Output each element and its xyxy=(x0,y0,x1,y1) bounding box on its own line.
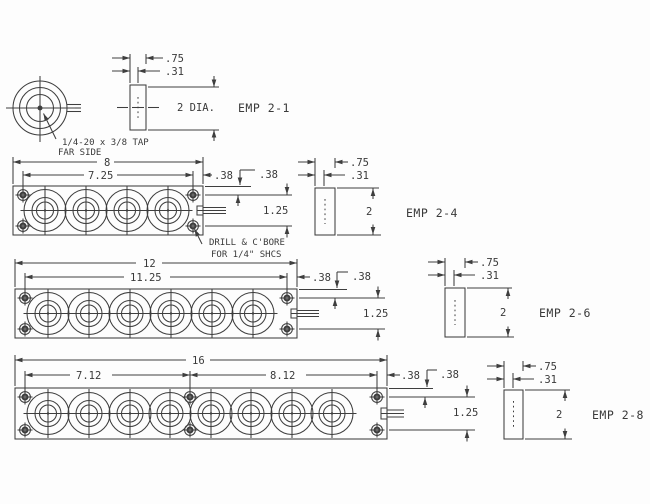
thickness-value: .75 xyxy=(538,361,557,373)
dim-diameter-emp-2-1: 2 DIA. xyxy=(148,76,219,141)
dim-thickness-emp-2-8: .75 .31 xyxy=(487,361,557,388)
emp-2-8-plate-view: 16 7.12 8.12 .38 .38 1.25 xyxy=(14,355,478,442)
dim-bolt-span-emp-2-6: 11.25 xyxy=(24,272,288,294)
dim-overall-emp-2-4: 8 xyxy=(12,157,204,184)
dim-thickness-emp-2-4: .75 .31 xyxy=(298,157,369,186)
emp-2-8-pins xyxy=(381,409,404,418)
cbore-note-line2: FOR 1/4" SHCS xyxy=(211,250,281,260)
overall-value: 16 xyxy=(192,355,205,367)
edge-offset-h-value: .38 xyxy=(214,170,233,182)
tap-note-line2: FAR SIDE xyxy=(58,148,101,158)
tap-note-line1: 1/4-20 x 3/8 TAP xyxy=(62,138,149,148)
edge-offset-v-value: .38 xyxy=(440,369,459,381)
emp-2-4-plate-view: 8 7.25 .38 .38 1.25 DRILL & C'BORE F xyxy=(12,157,292,260)
height-value: 2 xyxy=(500,307,506,319)
emp-2-6-pins xyxy=(291,309,319,318)
dim-overall-emp-2-8: 16 xyxy=(14,355,388,386)
part-label-emp-2-4: EMP 2-4 xyxy=(406,206,458,220)
thickness-value: .75 xyxy=(350,157,369,169)
dim-edge-offsets-emp-2-4: .38 .38 1.25 xyxy=(203,169,292,238)
bolt-span-value: 11.25 xyxy=(130,272,162,284)
bolt-spacing-v-value: 1.25 xyxy=(453,407,478,419)
height-value: 2 xyxy=(556,409,562,421)
emp-2-4-pins xyxy=(197,206,226,215)
tap-depth-value: .31 xyxy=(350,170,369,182)
emp-2-1-pins xyxy=(67,103,81,113)
emp-2-1-side-view: .75 .31 2 DIA. EMP 2-1 xyxy=(112,53,290,141)
bolt-span-left-value: 7.12 xyxy=(76,370,101,382)
dim-bolt-spans-emp-2-8: 7.12 8.12 xyxy=(24,370,378,393)
bolt-spacing-v-value: 1.25 xyxy=(263,205,288,217)
overall-value: 8 xyxy=(104,157,110,169)
thickness-value: .75 xyxy=(165,53,184,65)
overall-value: 12 xyxy=(143,258,156,270)
thickness-value: .75 xyxy=(480,257,499,269)
cbore-note: DRILL & C'BORE FOR 1/4" SHCS xyxy=(194,228,285,260)
dim-height-emp-2-6: 2 xyxy=(467,287,514,338)
edge-offset-h-value: .38 xyxy=(401,370,420,382)
dim-edge-offsets-emp-2-8: .38 .38 1.25 xyxy=(387,369,478,442)
part-label-emp-2-6: EMP 2-6 xyxy=(539,306,591,320)
part-label-emp-2-8: EMP 2-8 xyxy=(592,408,644,422)
dim-edge-offsets-emp-2-6: .38 .38 1.25 xyxy=(297,271,388,341)
bolt-span-value: 7.25 xyxy=(88,170,113,182)
dim-thickness-emp-2-6: .75 .31 xyxy=(428,257,499,286)
dim-height-emp-2-8: 2 xyxy=(525,389,572,440)
part-label-emp-2-1: EMP 2-1 xyxy=(238,101,290,115)
diameter-value: 2 DIA. xyxy=(177,102,215,114)
dim-height-emp-2-4: 2 xyxy=(337,187,381,236)
edge-offset-h-value: .38 xyxy=(312,272,331,284)
emp-2-8-side-view: .75 .31 2 EMP 2-8 xyxy=(487,361,644,440)
cbore-note-line1: DRILL & C'BORE xyxy=(209,238,285,248)
emp-2-4-side-view: .75 .31 2 EMP 2-4 xyxy=(298,157,458,236)
bolt-spacing-v-value: 1.25 xyxy=(363,308,388,320)
dim-overall-emp-2-6: 12 xyxy=(14,258,298,287)
dim-bolt-span-emp-2-4: 7.25 xyxy=(22,170,194,191)
dim-thickness-emp-2-1: .75 .31 xyxy=(112,53,184,83)
tap-depth-value: .31 xyxy=(480,270,499,282)
edge-offset-v-value: .38 xyxy=(352,271,371,283)
height-value: 2 xyxy=(366,206,372,218)
emp-2-6-side-view: .75 .31 2 EMP 2-6 xyxy=(428,257,591,338)
bolt-span-right-value: 8.12 xyxy=(270,370,295,382)
tap-depth-value: .31 xyxy=(538,374,557,386)
emp-2-1-front-view: 1/4-20 x 3/8 TAP FAR SIDE xyxy=(6,76,149,158)
edge-offset-v-value: .38 xyxy=(259,169,278,181)
tap-depth-value: .31 xyxy=(165,66,184,78)
emp-2-6-plate-view: 12 11.25 .38 .38 1.25 xyxy=(14,258,388,341)
